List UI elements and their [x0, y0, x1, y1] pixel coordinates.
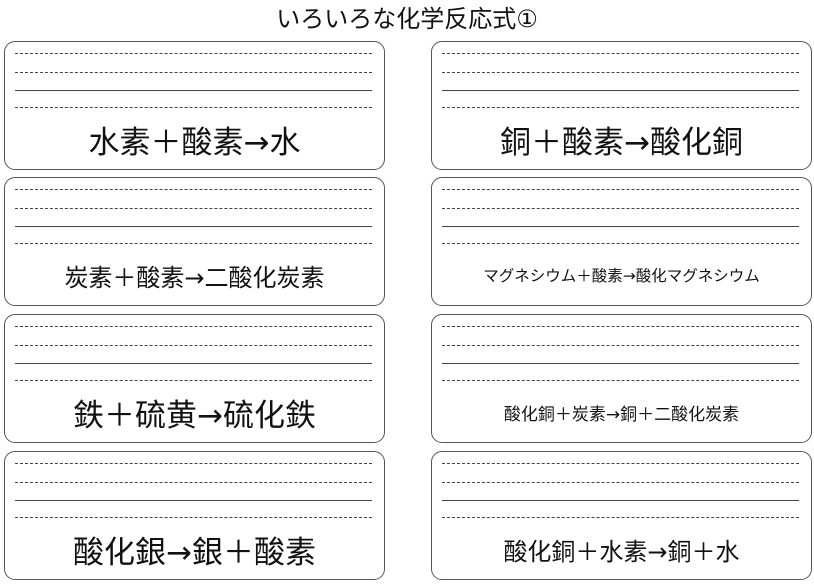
writing-guide-line	[15, 517, 372, 518]
writing-guide-line	[442, 463, 799, 464]
writing-guide-line	[15, 463, 372, 464]
equation-text: 鉄＋硫黄→硫化鉄	[73, 397, 316, 434]
writing-guide-line	[15, 72, 372, 73]
writing-guide-line	[442, 72, 799, 73]
writing-guide-line	[442, 482, 799, 483]
equation-card: マグネシウム＋酸素→酸化マグネシウム	[431, 177, 812, 306]
writing-guide-line	[15, 189, 372, 190]
writing-baseline	[15, 363, 372, 364]
equation-card: 鉄＋硫黄→硫化鉄	[4, 314, 385, 443]
page-title: いろいろな化学反応式①	[276, 5, 538, 33]
writing-guide-line	[15, 326, 372, 327]
writing-baseline	[442, 90, 799, 91]
writing-baseline	[442, 226, 799, 227]
writing-guide-line	[15, 345, 372, 346]
equation-card: 酸化銅＋炭素→銅＋二酸化炭素	[431, 314, 812, 443]
writing-guide-line	[442, 345, 799, 346]
equation-card: 水素＋酸素→水	[4, 41, 385, 170]
writing-guide-line	[15, 53, 372, 54]
writing-guide-line	[15, 107, 372, 108]
equation-text: 酸化銅＋水素→銅＋水	[503, 537, 740, 566]
equation-text: 炭素＋酸素→二酸化炭素	[64, 263, 325, 292]
writing-guide-line	[15, 380, 372, 381]
equation-card: 銅＋酸素→酸化銅	[431, 41, 812, 170]
equation-card: 酸化銅＋水素→銅＋水	[431, 451, 812, 580]
equation-text: 酸化銅＋炭素→銅＋二酸化炭素	[503, 404, 740, 425]
writing-baseline	[442, 500, 799, 501]
writing-guide-line	[15, 482, 372, 483]
writing-guide-line	[442, 326, 799, 327]
writing-guide-line	[442, 189, 799, 190]
writing-baseline	[15, 90, 372, 91]
writing-baseline	[442, 363, 799, 364]
equation-text: 酸化銀→銀＋酸素	[73, 534, 316, 571]
equation-text: マグネシウム＋酸素→酸化マグネシウム	[483, 267, 760, 285]
writing-guide-line	[442, 243, 799, 244]
writing-guide-line	[442, 380, 799, 381]
equation-card: 酸化銀→銀＋酸素	[4, 451, 385, 580]
writing-baseline	[15, 226, 372, 227]
writing-guide-line	[442, 107, 799, 108]
writing-guide-line	[442, 208, 799, 209]
writing-guide-line	[442, 517, 799, 518]
equation-text: 銅＋酸素→酸化銅	[500, 124, 743, 161]
writing-guide-line	[15, 208, 372, 209]
writing-guide-line	[15, 243, 372, 244]
writing-baseline	[15, 500, 372, 501]
equation-text: 水素＋酸素→水	[88, 124, 301, 161]
equation-card: 炭素＋酸素→二酸化炭素	[4, 177, 385, 306]
writing-guide-line	[442, 53, 799, 54]
